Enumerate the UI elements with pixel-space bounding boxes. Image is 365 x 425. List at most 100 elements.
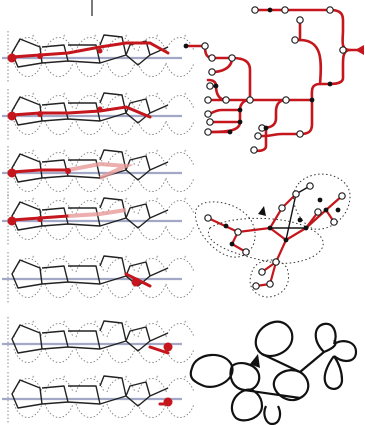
red-dot [65, 168, 71, 174]
tree-edge [328, 48, 352, 86]
tree-edge [208, 98, 288, 134]
graph-node [204, 214, 212, 222]
dotted-arc [75, 378, 105, 393]
star-mark: * [125, 256, 128, 262]
red-path [10, 105, 152, 119]
red-dot [7, 111, 17, 121]
dotted-arc [13, 283, 43, 298]
dotted-arc [137, 258, 167, 273]
dotted-arc [106, 403, 136, 418]
dotted-arc [137, 177, 167, 192]
star-mark: * [32, 376, 35, 382]
dotted-arc [106, 152, 136, 167]
graph-edge [237, 226, 271, 234]
dotted-arc [75, 95, 105, 110]
dotted-arc [44, 120, 74, 135]
cell-diagram-row: ****** [2, 194, 195, 246]
dotted-arc [75, 37, 105, 52]
star-mark: * [125, 376, 128, 382]
graph-edge [269, 207, 283, 229]
dotted-arc [106, 177, 136, 192]
star-mark: * [184, 256, 187, 262]
red-dot [97, 106, 103, 112]
graph-node [292, 190, 300, 198]
graph-node-filled [335, 207, 341, 213]
dotted-arc [106, 120, 136, 135]
dotted-arc [165, 323, 195, 338]
tree-nodes [183, 6, 347, 154]
tree-node [296, 16, 304, 24]
red-dot [37, 53, 43, 59]
dotted-arc [13, 258, 43, 273]
red-dot [7, 216, 17, 226]
dotted-arc [137, 152, 167, 167]
tree-node [339, 46, 347, 54]
dotted-arc [165, 177, 195, 192]
graph-node [258, 268, 266, 276]
tree-edge [206, 78, 252, 102]
graph-node-filled [223, 223, 229, 229]
star-mark: * [94, 256, 97, 262]
dotted-arc [75, 258, 105, 273]
tree-node [206, 82, 214, 90]
cell-polygon [11, 375, 169, 409]
dotted-arc [165, 348, 195, 363]
graph-edge [268, 261, 278, 285]
star-mark: * [184, 198, 187, 204]
loop-edge [323, 355, 344, 390]
dotted-arc [13, 177, 43, 192]
tree-node [326, 6, 334, 14]
graph-node-filled [317, 197, 323, 203]
dotted-arc [165, 378, 195, 393]
star-mark: * [156, 93, 159, 99]
star-mark: * [63, 35, 66, 41]
cell-diagram-row: ****** [2, 372, 195, 424]
dotted-arc [165, 403, 195, 418]
graph-node [338, 192, 346, 200]
dotted-arc [75, 152, 105, 167]
star-mark: * [94, 321, 97, 327]
star-mark: * [184, 35, 187, 41]
dotted-arc [165, 225, 195, 240]
tree-edge [328, 8, 360, 52]
red-dot [7, 53, 17, 63]
tree-edge [230, 56, 252, 102]
dotted-arc [165, 120, 195, 135]
dotted-arc [75, 177, 105, 192]
dotted-arc [165, 152, 195, 167]
tree-edge [256, 132, 302, 138]
dotted-arc [106, 258, 136, 273]
tree-node-filled [227, 129, 233, 135]
graph-node-filled [297, 217, 303, 223]
loop-edge [323, 339, 337, 354]
cell-diagram-row: ****** [2, 89, 195, 141]
graph-node [330, 218, 338, 226]
loop-edge [314, 322, 337, 353]
red-dot [7, 168, 17, 178]
star-mark: * [32, 256, 35, 262]
dotted-arc [137, 225, 167, 240]
tree-node [246, 96, 254, 104]
star-mark: * [125, 150, 128, 156]
star-mark: * [125, 93, 128, 99]
tree-edge [293, 38, 323, 86]
dotted-arc [137, 37, 167, 52]
dotted-arc [44, 403, 74, 418]
dotted-arc [106, 200, 136, 215]
graph-node [252, 282, 260, 290]
dotted-arc [13, 323, 43, 338]
star-mark: * [94, 93, 97, 99]
dotted-arc [165, 200, 195, 215]
graph-node-filled [267, 225, 273, 231]
dotted-boundary [249, 259, 289, 298]
tree-node [204, 128, 212, 136]
dotted-arc [44, 37, 74, 52]
red-dot [37, 216, 43, 222]
tree-node [250, 146, 258, 154]
tree-node-filled [213, 83, 219, 89]
loop-edge [261, 351, 325, 374]
star-mark: * [32, 150, 35, 156]
tree-node [208, 68, 216, 76]
dotted-arc [75, 120, 105, 135]
